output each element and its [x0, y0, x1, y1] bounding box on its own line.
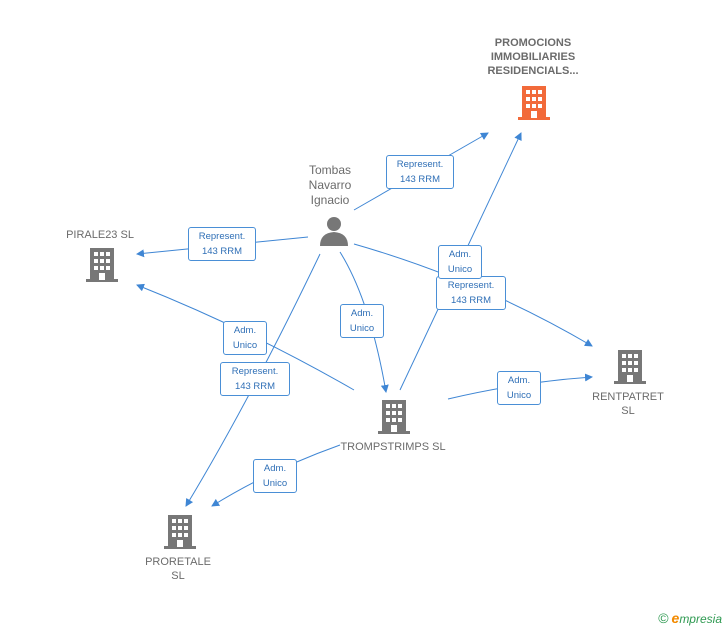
edge-label-adm-unico: Adm.Unico — [340, 304, 384, 338]
copyright-icon: © — [658, 610, 669, 626]
person-icon[interactable] — [318, 216, 350, 246]
node-label-rentpatret[interactable]: RENTPATRET SL — [592, 391, 664, 417]
node-label-pirale23[interactable]: PIRALE23 SL — [66, 229, 134, 241]
edge-label-represent: Represent.143 RRM — [436, 276, 506, 310]
building-icon[interactable] — [614, 350, 646, 384]
edge-label-adm-unico: Adm.Unico — [438, 245, 482, 279]
node-label-proretale[interactable]: PRORETALE SL — [145, 556, 211, 582]
building-icon[interactable] — [378, 400, 410, 434]
edge-label-adm-unico: Adm.Unico — [253, 459, 297, 493]
building-icon[interactable] — [164, 515, 196, 549]
edge-label-represent: Represent.143 RRM — [188, 227, 256, 261]
node-label-trompstrimps[interactable]: TROMPSTRIMPS SL — [340, 441, 446, 453]
node-label-promocions[interactable]: PROMOCIONS IMMOBILIARIES RESIDENCIALS... — [487, 37, 579, 77]
building-icon[interactable] — [86, 248, 118, 282]
edge-label-adm-unico: Adm.Unico — [497, 371, 541, 405]
brand-logo: ©empresia — [658, 610, 722, 626]
edge-label-represent: Represent.143 RRM — [220, 362, 290, 396]
edge-label-represent: Represent.143 RRM — [386, 155, 454, 189]
node-label-tombas[interactable]: Tombas Navarro Ignacio — [308, 163, 352, 207]
edge-label-adm-unico: Adm.Unico — [223, 321, 267, 355]
building-icon[interactable] — [518, 86, 550, 120]
